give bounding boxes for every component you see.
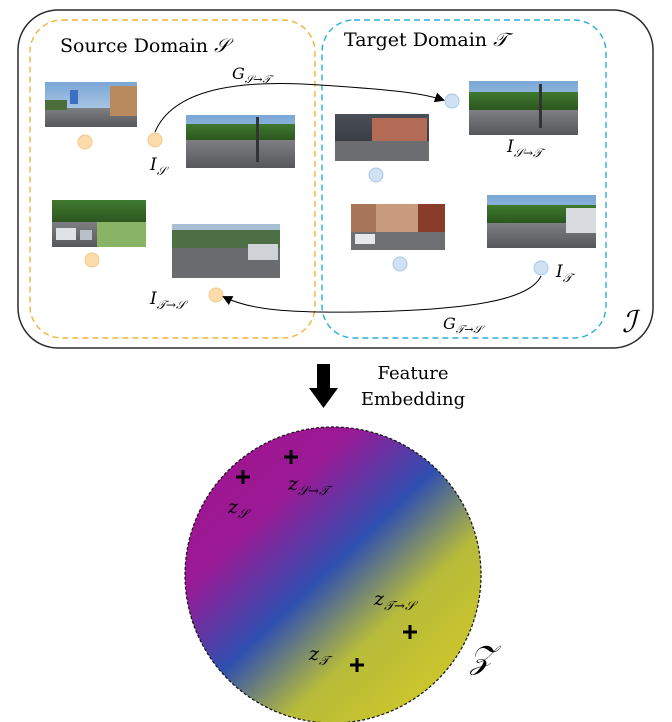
target-image-dot (392, 256, 408, 272)
image-label-i-s: I𝒮 (149, 155, 170, 178)
latent-code-cross-z-t-to-s (403, 625, 417, 639)
latent-code-label-z-t-to-s: z𝒯→𝒮 (373, 588, 419, 614)
image-label-i-t-to-s: I𝒯→𝒮 (149, 289, 189, 312)
feature-embedding-arrow (309, 364, 338, 408)
latent-sphere (184, 426, 482, 722)
image-label-i-t: I𝒯 (555, 262, 576, 285)
latent-code-label-z-s-to-t: z𝒮→𝒯 (287, 473, 333, 499)
target-thumbnail-2 (469, 81, 578, 135)
generator-s-to-t-label: G𝒮→𝒯 (232, 64, 275, 86)
source-thumbnail-4 (172, 224, 280, 278)
generator-t-to-s-arrow (222, 275, 542, 313)
source-image-dot (208, 287, 224, 303)
image-space-symbol: ℐ (622, 305, 641, 340)
source-domain-title: Source Domain 𝒮 (60, 35, 234, 57)
target-thumbnail-3 (351, 204, 445, 250)
target-image-dot (368, 167, 384, 183)
feature-embedding-label-line2: Embedding (361, 389, 465, 410)
latent-code-cross-z-s (236, 470, 250, 484)
source-image-dot (147, 132, 163, 148)
source-domain-region (29, 19, 316, 339)
image-label-i-s-to-t: I𝒮→𝒯 (506, 137, 546, 160)
target-domain-region (321, 19, 607, 339)
target-image-dot (533, 260, 549, 276)
target-thumbnail-1 (335, 114, 429, 161)
target-domain-title: Target Domain 𝒯 (344, 29, 513, 51)
latent-space-symbol: 𝒵 (469, 638, 502, 676)
target-image-dot (444, 93, 460, 109)
source-thumbnail-3 (52, 200, 146, 247)
latent-code-cross-z-s-to-t (284, 450, 298, 464)
source-image-dot (77, 134, 93, 150)
image-space-frame (17, 9, 654, 349)
target-thumbnail-4 (487, 195, 596, 248)
generator-s-to-t-arrow (154, 82, 445, 133)
generator-t-to-s-label: G𝒯→𝒮 (443, 314, 485, 336)
feature-embedding-label-line1: Feature (378, 363, 449, 384)
source-thumbnail-1 (45, 82, 137, 127)
source-image-dot (84, 252, 100, 268)
source-thumbnail-2 (186, 115, 295, 168)
latent-code-cross-z-t (350, 658, 364, 672)
